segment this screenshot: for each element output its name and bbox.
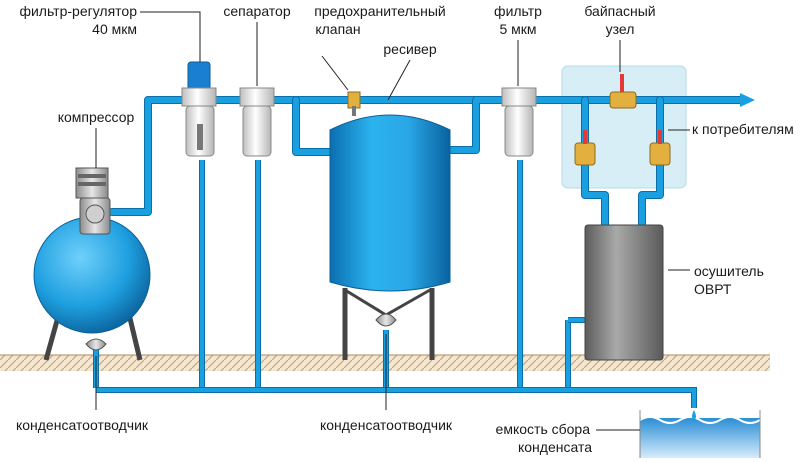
- condensate-tank: [639, 410, 761, 458]
- label-drain-left: конденсатоотводчик: [16, 417, 149, 433]
- water-drop-icon: [692, 410, 696, 420]
- label-filter5-2: 5 мкм: [499, 21, 536, 37]
- label-bypass-2: узел: [606, 21, 635, 37]
- label-dryer-2: ОВРТ: [694, 281, 732, 297]
- label-filter-regulator-1: фильтр-регулятор: [19, 3, 137, 19]
- label-separator: сепаратор: [223, 3, 290, 19]
- label-tank-1: емкость сбора: [496, 421, 591, 437]
- labels: фильтр-регулятор 40 мкм сепаратор предох…: [16, 3, 794, 455]
- label-safety-valve-1: предохранительный: [314, 3, 445, 19]
- label-to-consumers: к потребителям: [692, 121, 794, 137]
- label-compressor: компрессор: [58, 109, 135, 125]
- dryer: [584, 224, 664, 361]
- bypass-valves: [574, 74, 671, 166]
- label-filter-regulator-2: 40 мкм: [92, 21, 137, 37]
- leader-lines: [95, 11, 690, 431]
- receiver: [329, 91, 451, 360]
- filter-5-micron: [501, 87, 537, 157]
- label-dryer-1: осушитель: [694, 263, 764, 279]
- label-drain-center: конденсатоотводчик: [320, 417, 453, 433]
- label-tank-2: конденсата: [518, 439, 592, 455]
- compressor: [33, 167, 151, 361]
- label-safety-valve-2: клапан: [315, 21, 360, 37]
- arrow-right-icon: [740, 93, 755, 107]
- separator: [239, 87, 275, 157]
- filter-regulator: [181, 61, 217, 157]
- label-receiver: ресивер: [383, 41, 436, 57]
- drain-traps: [85, 313, 397, 351]
- label-filter5-1: фильтр: [494, 3, 542, 19]
- label-bypass-1: байпасный: [584, 3, 655, 19]
